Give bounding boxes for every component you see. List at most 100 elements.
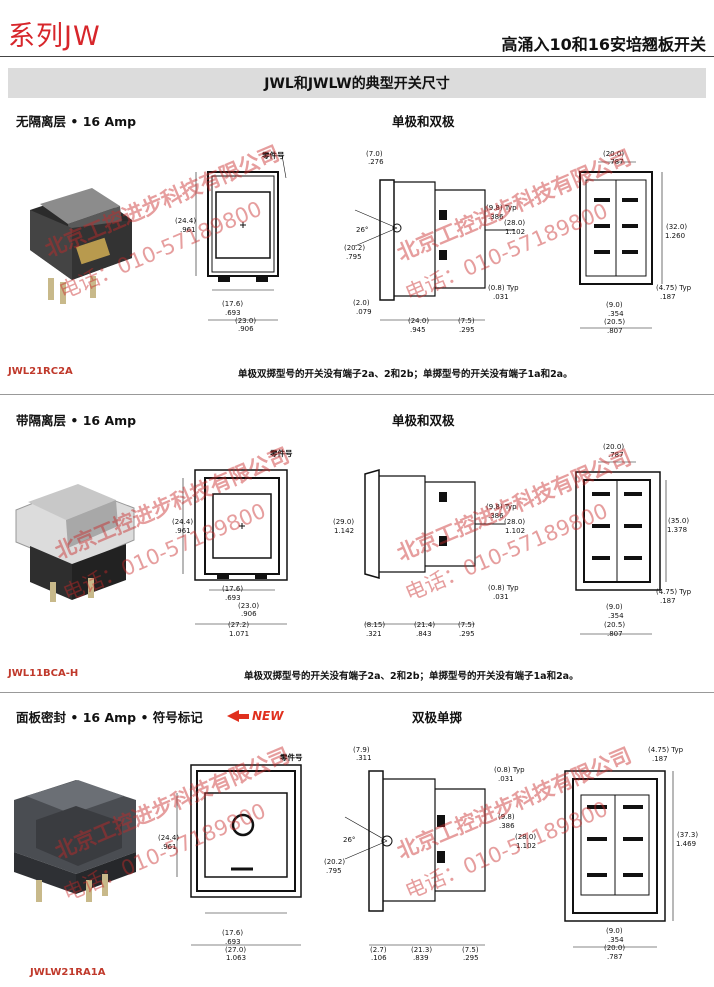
dim3-h28: (28.0) [515, 833, 537, 841]
model-3: JWLW21RA1A [30, 967, 106, 978]
model-1: JWL21RC2A [8, 366, 73, 377]
dim3-side-top-in: .311 [356, 754, 372, 762]
dim2-len: (21.4) [414, 621, 436, 629]
dim3-rear-p: (9.0) [606, 927, 623, 935]
dim3-a: (2.7) [370, 946, 387, 954]
section2-pole-label: 单极和双极 [392, 413, 455, 428]
front-view-1 [195, 154, 287, 321]
dim3-angle: 26° [343, 836, 356, 844]
dim-typ1: (9.8) Typ [486, 204, 517, 212]
note-1: 单极双掷型号的开关没有端子2a、2和2b；单掷型号的开关没有端子1a和2a。 [238, 369, 573, 380]
dim3-rear-w: (20.0) [604, 944, 626, 952]
switch-photo-2 [15, 484, 135, 602]
dim-rear-p-in: .354 [608, 310, 624, 318]
dim-angle: 26° [356, 226, 369, 234]
dim2-typ2: (0.8) Typ [488, 584, 519, 592]
dim-rear-w-in: .807 [607, 327, 623, 335]
dim2-h28: (28.0) [504, 518, 526, 526]
dim2-rear-typ-in: .187 [660, 597, 676, 605]
dim2-front-h-in: .961 [175, 527, 191, 535]
dim2-typ2-in: .031 [493, 593, 509, 601]
side-view-1 [354, 179, 515, 321]
switch-photo-3 [14, 780, 136, 902]
dim-h28: (28.0) [504, 219, 526, 227]
page-subtitle: 高涌入10和16安培翘板开关 [501, 35, 706, 54]
dim3-typ2-in: .031 [498, 775, 514, 783]
dim2-rear-w-in: .807 [607, 630, 623, 638]
part-label-1: 零件号 [262, 151, 285, 160]
dim3-len-in: .839 [413, 954, 429, 962]
dim2-w3: (27.2) [228, 621, 250, 629]
dim2-rear-top-in: .787 [608, 451, 624, 459]
arrow-body [239, 713, 249, 719]
dim2-side-h-in: 1.142 [334, 527, 355, 535]
section-banner: JWL和JWLW的典型开关尺寸 [8, 68, 706, 98]
dim-rear-h-in: 1.260 [665, 232, 686, 240]
dim3-rear-p-in: .354 [608, 936, 624, 944]
dim2-pin-in: .295 [459, 630, 475, 638]
dim3-w2: (27.0) [225, 946, 247, 954]
dim3-len: (21.3) [411, 946, 433, 954]
dim3-side-h-in: .795 [326, 867, 342, 875]
dim3-pin: (7.5) [462, 946, 479, 954]
dim2-w2: (23.0) [238, 602, 260, 610]
dim3-typ1: (9.8) [498, 813, 515, 821]
dim-typ1-in: .386 [488, 213, 504, 221]
dim-side-top-in: .276 [368, 158, 384, 166]
series-title: 系列JW [8, 21, 101, 52]
new-badge: NEW [227, 709, 283, 723]
switch-photo-1 [30, 188, 132, 304]
separator-1 [0, 394, 714, 395]
dim3-typ1-in: .386 [499, 822, 515, 830]
dim3-rear-typ-in: .187 [652, 755, 668, 763]
dim-front-h-in: .961 [180, 226, 196, 234]
front-view-2 [182, 469, 288, 625]
dim3-side-top: (7.9) [353, 746, 370, 754]
note-2: 单极双掷型号的开关没有端子2a、2和2b；单掷型号的开关没有端子1a和2a。 [244, 671, 579, 682]
dim-len: (24.0) [408, 317, 430, 325]
dim-rear-w: (20.5) [604, 318, 626, 326]
dim2-len-in: .843 [416, 630, 432, 638]
dim3-h28-in: 1.102 [516, 842, 537, 850]
dim-side-top: (7.0) [366, 150, 383, 158]
dim2-h28-in: 1.102 [505, 527, 526, 535]
dim3-rear-h-in: 1.469 [676, 840, 697, 848]
rear-view-3 [564, 770, 674, 948]
dim3-typ2: (0.8) Typ [494, 766, 525, 774]
dim3-w1-in: .693 [225, 938, 241, 946]
rear-view-2 [575, 461, 667, 635]
side-view-3 [344, 770, 486, 946]
dim-rear-p: (9.0) [606, 301, 623, 309]
dim2-a-in: .321 [366, 630, 382, 638]
dim2-rear-h-in: 1.378 [667, 526, 688, 534]
banner-text: JWL和JWLW的典型开关尺寸 [264, 76, 450, 92]
dim2-rear-p: (9.0) [606, 603, 623, 611]
dim3-rear-typ: (4.75) Typ [648, 746, 684, 754]
dim-tab-in: .079 [356, 308, 372, 316]
model-2: JWL11BCA-H [8, 668, 79, 679]
dim2-rear-h: (35.0) [668, 517, 690, 525]
part-label-3: 零件号 [280, 753, 303, 762]
dim-side-h: (20.2) [344, 244, 366, 252]
arrow-left-icon [227, 710, 239, 722]
dim-w1: (17.6) [222, 300, 244, 308]
dim-rear-top: (20.0) [603, 150, 625, 158]
dim-h28-in: 1.102 [505, 228, 526, 236]
dim-side-h-in: .795 [346, 253, 362, 261]
dim-tab: (2.0) [353, 299, 370, 307]
dim2-a: (8.15) [364, 621, 386, 629]
new-label: NEW [252, 709, 284, 723]
dim2-front-h: (24.4) [172, 518, 194, 526]
dim-typ2-in: .031 [493, 293, 509, 301]
dim-typ2: (0.8) Typ [488, 284, 519, 292]
dim-rear-typ: (4.75) Typ [656, 284, 692, 292]
section2-title: 带隔离层 • 16 Amp [16, 413, 137, 428]
dim2-typ1-in: .386 [488, 512, 504, 520]
dim2-w3-in: 1.071 [229, 630, 250, 638]
dim3-a-in: .106 [371, 954, 387, 962]
dim-w1-in: .693 [225, 309, 241, 317]
dim-rear-top-in: .787 [608, 158, 624, 166]
separator-2 [0, 692, 714, 693]
dim3-front-h-in: .961 [161, 843, 177, 851]
dim3-w1: (17.6) [222, 929, 244, 937]
